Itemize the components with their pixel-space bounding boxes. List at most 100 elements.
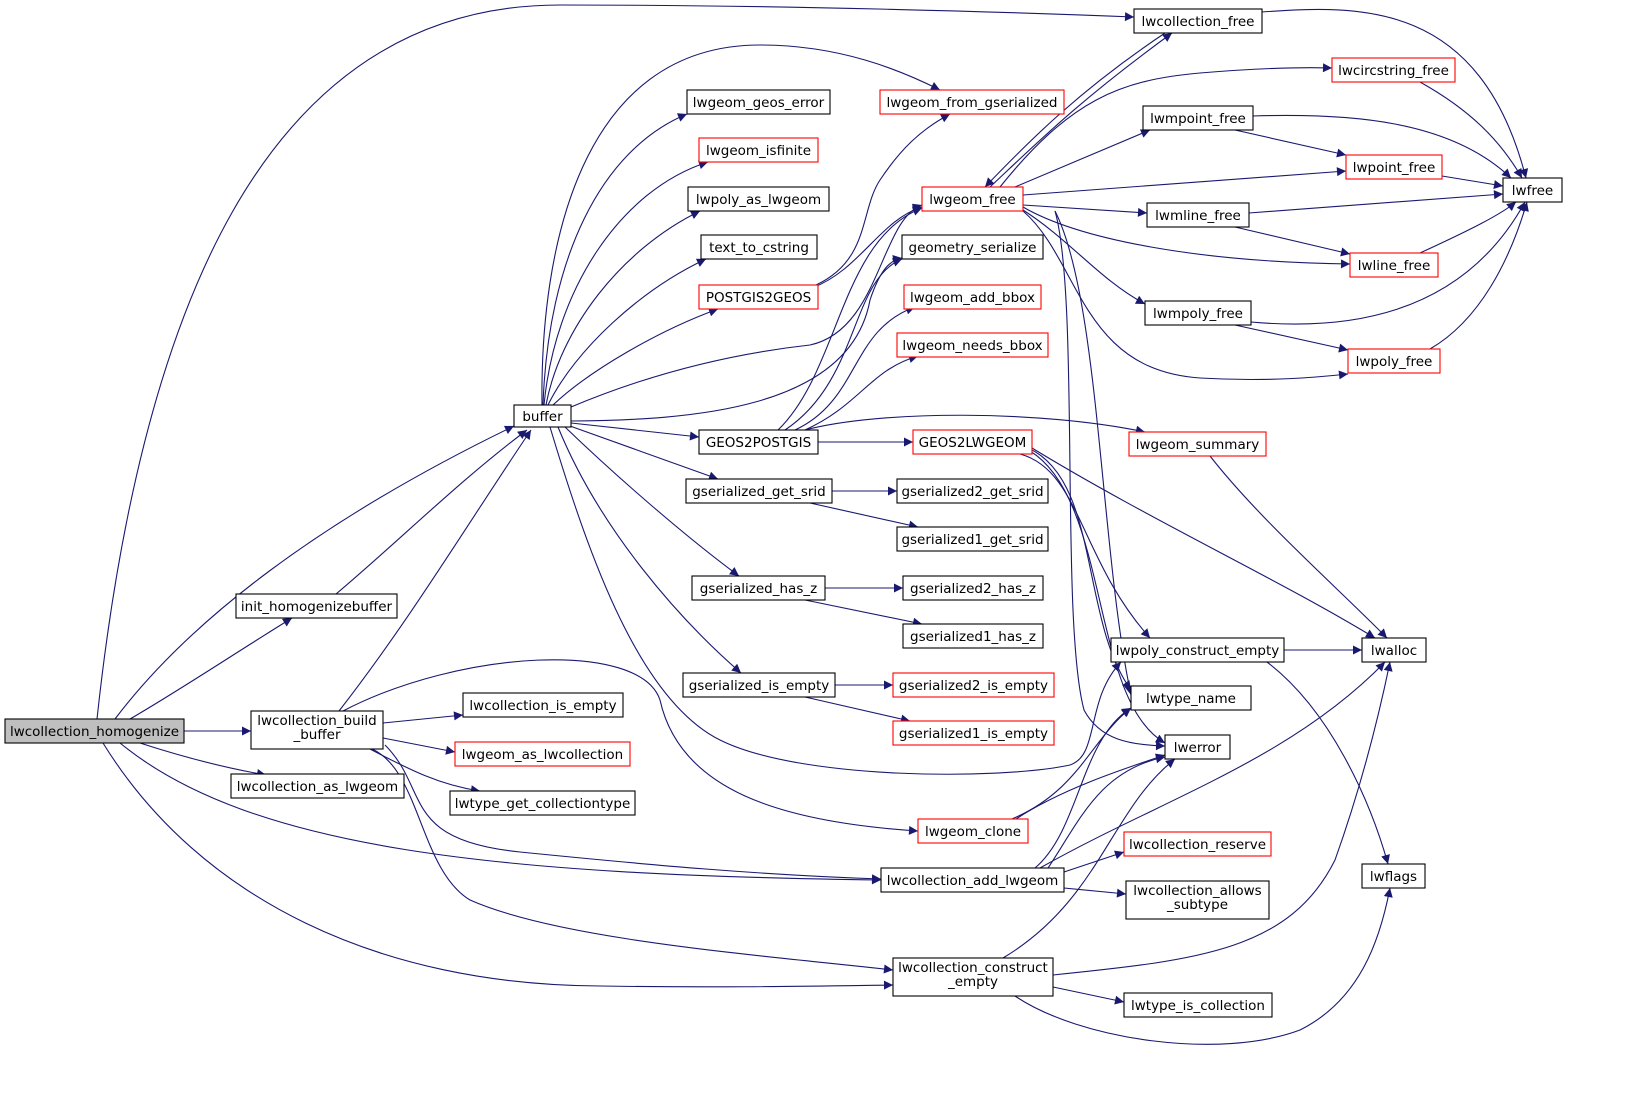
edge-lwcollection_free-to-lwfree	[1261, 8, 1529, 179]
edge-lwcollection_add_lwgeom-to-lwerror	[1047, 754, 1166, 869]
node-box	[912, 429, 1033, 455]
node-gserialized-is-empty[interactable]: gserialized_is_empty	[682, 672, 836, 698]
edge-line	[1022, 167, 1347, 196]
edge-line	[547, 258, 707, 406]
node-box	[1349, 252, 1439, 278]
edge-line	[804, 696, 911, 724]
node-lwgeom-add-bbox[interactable]: lwgeom_add_bbox	[903, 284, 1042, 310]
edge-line	[1022, 206, 1351, 269]
node-box	[691, 575, 826, 601]
node-lwmpoint-free[interactable]: lwmpoint_free	[1142, 105, 1254, 131]
node-lwcollection-build-buffer[interactable]: lwcollection_build_buffer	[250, 710, 384, 750]
edge-lwpoint_free-to-lwfree	[1441, 175, 1504, 189]
node-lwgeom-clone[interactable]: lwgeom_clone	[917, 818, 1029, 844]
edge-line	[102, 742, 894, 990]
node-gserialized1-has-z[interactable]: gserialized1_has_z	[902, 623, 1044, 649]
node-text-to-cstring[interactable]: text_to_cstring	[700, 234, 818, 260]
node-GEOS2LWGEOM[interactable]: GEOS2LWGEOM	[912, 429, 1033, 455]
node-label: lwcircstring_free	[1338, 63, 1449, 79]
node-lwpoly-construct-empty[interactable]: lwpoly_construct_empty	[1110, 637, 1285, 663]
node-lwcollection-homogenize[interactable]: lwcollection_homogenize	[4, 718, 185, 744]
node-box	[1331, 57, 1456, 83]
node-lwcollection-is-empty[interactable]: lwcollection_is_empty	[462, 692, 624, 718]
nodes-layer: lwcollection_homogenize buffer init_homoge…	[4, 8, 1563, 1018]
edge-line	[784, 258, 903, 431]
node-lwcollection-construct-empty[interactable]: lwcollection_construct_empty	[892, 957, 1054, 997]
node-label: lwtype_is_collection	[1131, 998, 1265, 1014]
node-label: lwgeom_from_gserialized	[887, 95, 1058, 111]
node-gserialized1-get-srid[interactable]: gserialized1_get_srid	[896, 526, 1049, 552]
node-label: _buffer	[292, 727, 340, 743]
node-lwgeom-isfinite[interactable]: lwgeom_isfinite	[698, 137, 819, 163]
node-lwtype-is-collection[interactable]: lwtype_is_collection	[1123, 992, 1273, 1018]
node-lwpoly-as-lwgeom[interactable]: lwpoly_as_lwgeom	[687, 186, 830, 212]
node-geometry-serialize[interactable]: geometry_serialize	[901, 234, 1044, 260]
edge-lwmpoly_free-to-lwfree	[1250, 201, 1526, 325]
edge-line	[570, 255, 903, 422]
node-lwgeom-summary[interactable]: lwgeom_summary	[1128, 431, 1267, 457]
node-lwcircstring-free[interactable]: lwcircstring_free	[1331, 57, 1456, 83]
node-lwflags[interactable]: lwflags	[1361, 863, 1426, 889]
node-lwgeom-needs-bbox[interactable]: lwgeom_needs_bbox	[896, 332, 1049, 358]
node-lwgeom-from-gserialized[interactable]: lwgeom_from_gserialized	[879, 89, 1065, 115]
edge-line	[1441, 175, 1504, 189]
edge-line	[1429, 201, 1529, 350]
edge-GEOS2POSTGIS-to-lwgeom_summary	[804, 414, 1146, 435]
node-box	[921, 186, 1024, 212]
edge-line	[1266, 661, 1390, 865]
node-gserialized2-has-z[interactable]: gserialized2_has_z	[902, 575, 1044, 601]
node-lwgeom-geos-error[interactable]: lwgeom_geos_error	[686, 89, 831, 115]
node-lwpoint-free[interactable]: lwpoint_free	[1345, 154, 1443, 180]
edge-line	[1234, 129, 1347, 158]
node-gserialized2-get-srid[interactable]: gserialized2_get_srid	[896, 478, 1049, 504]
node-lwmline-free[interactable]: lwmline_free	[1146, 202, 1250, 228]
node-lwerror[interactable]: lwerror	[1164, 734, 1231, 760]
node-lwalloc[interactable]: lwalloc	[1361, 637, 1427, 663]
node-label: lwgeom_isfinite	[706, 143, 811, 159]
edge-buffer-to-lwgeom_isfinite	[543, 160, 709, 406]
node-gserialized-get-srid[interactable]: gserialized_get_srid	[685, 478, 833, 504]
node-box	[880, 867, 1065, 893]
edge-lwgeom_free-to-lwtype_name	[1054, 210, 1134, 696]
node-lwfree[interactable]: lwfree	[1502, 177, 1563, 203]
node-label: lwgeom_clone	[925, 824, 1021, 840]
node-buffer[interactable]: buffer	[513, 404, 572, 428]
edge-lwcollection_build_buffer-to-lwgeom_as_lwcollection	[382, 737, 456, 755]
node-label: lwtype_name	[1146, 691, 1236, 707]
node-lwgeom-as-lwcollection[interactable]: lwgeom_as_lwcollection	[454, 741, 631, 767]
node-lwcollection-reserve[interactable]: lwcollection_reserve	[1123, 831, 1272, 857]
node-init-homogenizebuffer[interactable]: init_homogenizebuffer	[235, 593, 398, 619]
node-lwline-free[interactable]: lwline_free	[1349, 252, 1439, 278]
edge-buffer-to-lwgeom_geos_error	[542, 113, 688, 406]
edge-line	[815, 113, 951, 286]
node-gserialized-has-z[interactable]: gserialized_has_z	[691, 575, 826, 601]
node-lwcollection-as-lwgeom[interactable]: lwcollection_as_lwgeom	[230, 773, 405, 799]
edge-line	[999, 63, 1333, 188]
node-POSTGIS2GEOS[interactable]: POSTGIS2GEOS	[698, 284, 819, 310]
node-gserialized1-is-empty[interactable]: gserialized1_is_empty	[892, 720, 1055, 746]
edge-lwcollection_add_lwgeom-to-lwcollection_reserve	[1063, 850, 1125, 873]
node-gserialized2-is-empty[interactable]: gserialized2_is_empty	[892, 672, 1055, 698]
edge-lwgeom_free-to-lwmpoly_free	[1022, 209, 1146, 305]
edge-line	[543, 160, 709, 406]
node-lwgeom-free[interactable]: lwgeom_free	[921, 186, 1024, 212]
edge-lwpoly_construct_empty-to-lwflags	[1266, 661, 1390, 865]
edge-lwcollection_homogenize-to-buffer	[114, 425, 515, 720]
node-lwcollection-free[interactable]: lwcollection_free	[1133, 8, 1263, 34]
node-box	[1164, 734, 1231, 760]
node-label: lwtype_get_collectiontype	[455, 796, 631, 812]
node-box	[698, 137, 819, 163]
node-lwtype-get-collectiontype[interactable]: lwtype_get_collectiontype	[449, 790, 636, 816]
edge-lwcollection_homogenize-to-lwcollection_as_lwgeom	[139, 742, 267, 778]
node-label: lwcollection_homogenize	[10, 724, 179, 740]
node-lwtype-name[interactable]: lwtype_name	[1130, 685, 1252, 711]
node-lwcollection-allows-subtype[interactable]: lwcollection_allows_subtype	[1125, 880, 1270, 920]
node-GEOS2POSTGIS[interactable]: GEOS2POSTGIS	[698, 429, 819, 455]
node-lwcollection-add-lwgeom[interactable]: lwcollection_add_lwgeom	[880, 867, 1065, 893]
edge-lwgeom_free-to-lwcollection_free	[989, 32, 1173, 188]
node-lwmpoly-free[interactable]: lwmpoly_free	[1144, 300, 1252, 326]
node-box	[896, 478, 1049, 504]
node-lwpoly-free[interactable]: lwpoly_free	[1347, 348, 1441, 374]
node-label: lwcollection_allows	[1133, 883, 1261, 899]
